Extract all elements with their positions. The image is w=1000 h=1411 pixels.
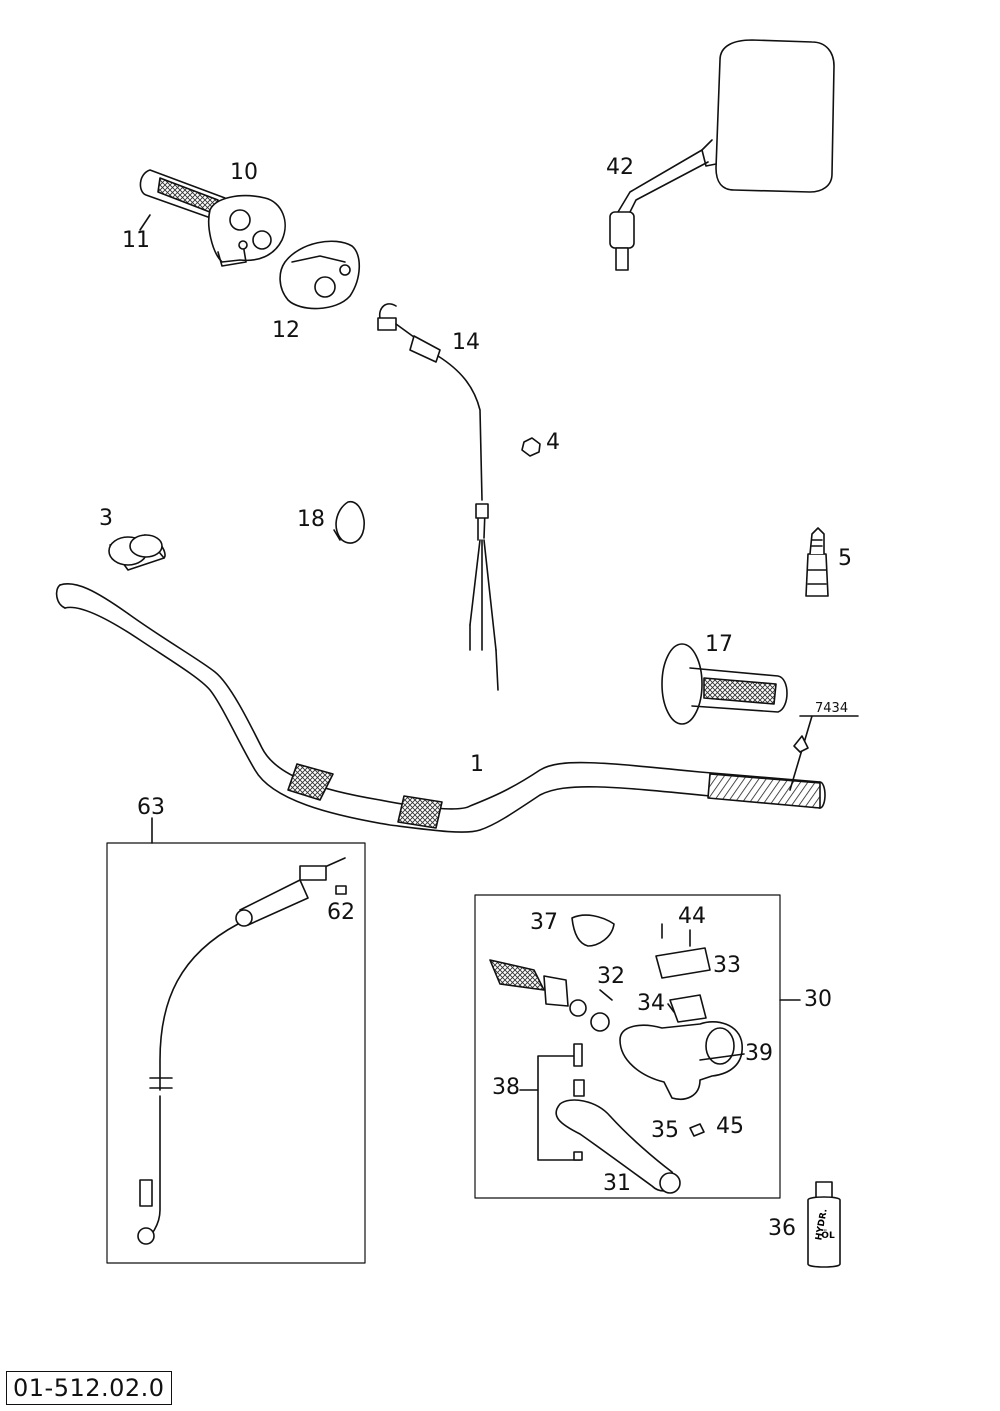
callout-10: 10 xyxy=(230,160,258,185)
callout-5: 5 xyxy=(838,546,852,571)
left-grip xyxy=(661,643,788,725)
cable-tie xyxy=(335,500,365,544)
clutch-cable xyxy=(137,857,347,1245)
kill-switch-cable xyxy=(377,303,499,691)
callout-63: 63 xyxy=(137,795,165,820)
grip-glue-bottle xyxy=(805,527,829,597)
callout-34: 34 xyxy=(637,991,665,1016)
callout-36: 36 xyxy=(768,1216,796,1241)
brake-fluid-bottle xyxy=(807,1181,841,1268)
callout-14: 14 xyxy=(452,330,480,355)
handlebar xyxy=(55,583,826,833)
callout-18: 18 xyxy=(297,507,325,532)
callout-32: 32 xyxy=(597,964,625,989)
callout-17: 17 xyxy=(705,632,733,657)
callout-37: 37 xyxy=(530,910,558,935)
callout-38: 38 xyxy=(492,1075,520,1100)
callout-31: 31 xyxy=(603,1171,631,1196)
mirror xyxy=(609,39,835,271)
document-code: 01-512.02.0 xyxy=(6,1371,172,1405)
brake-master-cylinder xyxy=(489,914,743,1194)
callout-30: 30 xyxy=(804,987,832,1012)
callout-4: 4 xyxy=(546,430,560,455)
callout-3: 3 xyxy=(99,506,113,531)
callout-12: 12 xyxy=(272,318,300,343)
callout-39: 39 xyxy=(745,1041,773,1066)
callout-33: 33 xyxy=(713,953,741,978)
callout-35: 35 xyxy=(651,1118,679,1143)
spacer-bushing xyxy=(108,534,166,571)
callout-45: 45 xyxy=(716,1114,744,1139)
throttle-grip xyxy=(139,169,286,267)
callout-62: 62 xyxy=(327,900,355,925)
callout-44: 44 xyxy=(678,904,706,929)
reference-code: 7434 xyxy=(815,701,849,716)
throttle-housing xyxy=(279,240,361,310)
callout-11: 11 xyxy=(122,228,150,253)
callout-42: 42 xyxy=(606,155,634,180)
nut xyxy=(521,437,541,457)
bottle-label-line2: ÖL xyxy=(821,1230,835,1241)
callout-1: 1 xyxy=(470,752,484,777)
